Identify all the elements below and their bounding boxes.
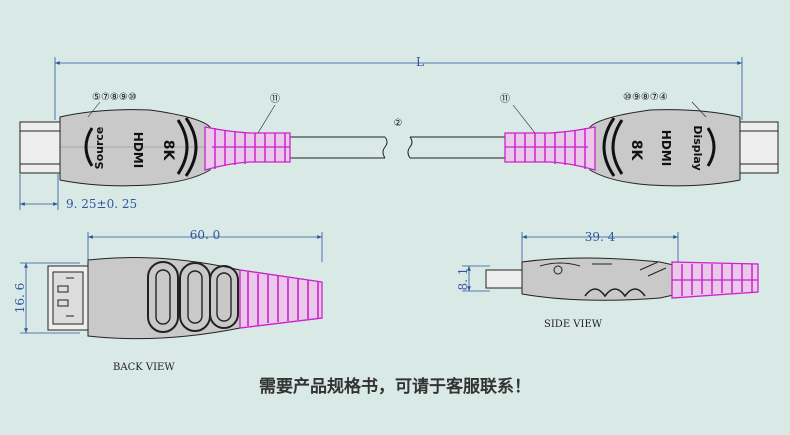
side-view-title: SIDE VIEW <box>544 319 603 330</box>
back-width-dim: 60. 0 <box>190 228 221 242</box>
right-connector: Display HDMI 8K ⑩⑨⑧⑦④ ⑪ <box>500 92 779 187</box>
side-height-dim: 8. 1 <box>456 268 470 291</box>
side-width-dim: 39. 4 <box>585 230 616 244</box>
right-number-callouts: ⑩⑨⑧⑦④ <box>623 92 668 103</box>
right-relief-callout: ⑪ <box>500 93 510 105</box>
cable: ② <box>290 118 505 159</box>
right-display-label: Display <box>691 125 704 170</box>
cable-callout: ② <box>394 118 403 129</box>
spec-request-notice: 需要产品规格书，可请于客服联系！ <box>259 377 531 397</box>
left-8k-label: 8K <box>160 140 176 162</box>
offset-dim-label: 9. 25±0. 25 <box>66 197 137 211</box>
left-relief-callout: ⑪ <box>270 93 280 105</box>
right-hdmi-logo: HDMI <box>659 130 673 166</box>
back-view-title: BACK VIEW <box>113 362 175 373</box>
length-label: L <box>416 55 424 69</box>
back-height-dim: 16. 6 <box>13 283 27 314</box>
top-view: L ② Source HDMI 8K <box>19 55 779 211</box>
left-hdmi-logo: HDMI <box>131 132 145 168</box>
offset-dimension: 9. 25±0. 25 <box>19 174 137 211</box>
left-number-callouts: ⑤⑦⑧⑨⑩ <box>92 92 137 103</box>
back-view: 60. 0 16. 6 BACK VIEW <box>13 228 323 373</box>
left-connector: Source HDMI 8K ⑤⑦⑧⑨⑩ ⑪ <box>19 92 291 187</box>
left-source-label: Source <box>93 127 106 170</box>
length-dimension: L <box>54 55 743 120</box>
side-view: 39. 4 8. 1 SIDE VIEW <box>456 230 759 330</box>
right-8k-label: 8K <box>628 140 644 162</box>
